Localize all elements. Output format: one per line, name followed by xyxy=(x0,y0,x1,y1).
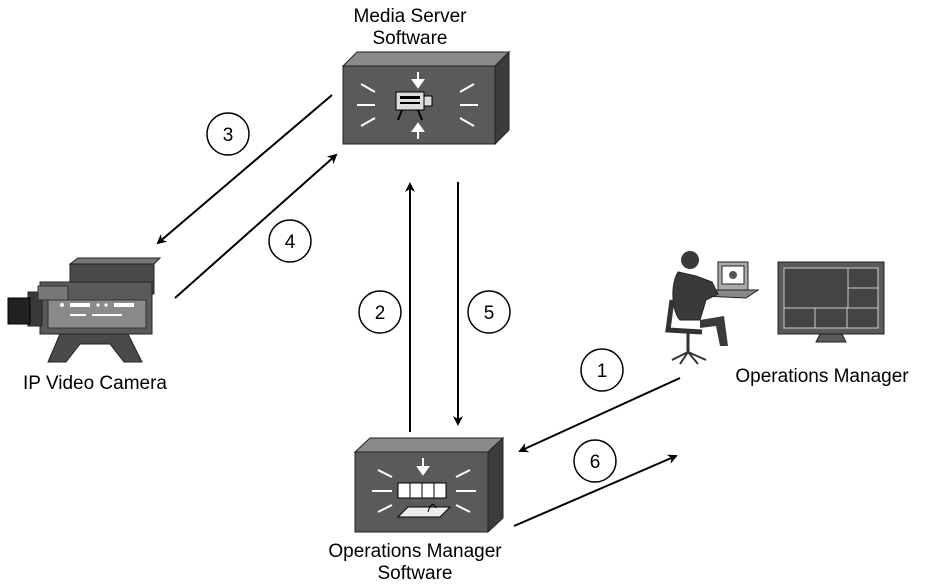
step-number-1: 1 xyxy=(597,361,608,382)
camera-label: IP Video Camera xyxy=(23,373,167,394)
ops-software-label-line2: Software xyxy=(377,563,453,584)
arrow-step-3 xyxy=(156,94,333,245)
media-server-label-line1: Media Server xyxy=(353,6,467,27)
media-server-label: Media Server Software xyxy=(330,6,490,50)
arrow-step-6 xyxy=(513,454,678,527)
step-circle-6: 6 xyxy=(573,439,617,483)
operations-manager-label: Operations Manager xyxy=(735,366,909,387)
step-circle-3: 3 xyxy=(206,112,250,156)
arrow-step-4 xyxy=(174,153,338,299)
media-server-label-line2: Software xyxy=(372,28,448,49)
step-circle-1: 1 xyxy=(580,348,624,392)
ops-software-label: Operations Manager Software xyxy=(310,541,520,585)
step-number-6: 6 xyxy=(590,452,601,473)
step-number-2: 2 xyxy=(375,303,386,324)
operator-workstation-icon xyxy=(665,251,760,365)
media-server-icon xyxy=(341,50,511,146)
ops-software-label-line1: Operations Manager xyxy=(328,541,502,562)
video-wall-monitor-icon xyxy=(777,261,885,343)
step-number-3: 3 xyxy=(223,125,234,146)
step-number-4: 4 xyxy=(285,232,296,253)
flow-arrows xyxy=(156,94,681,527)
step-circle-2: 2 xyxy=(358,290,402,334)
ip-video-camera-icon xyxy=(7,257,162,363)
arrow-step-1 xyxy=(518,377,681,453)
operations-manager-software-icon xyxy=(353,436,505,534)
step-circle-4: 4 xyxy=(268,219,312,263)
step-circle-5: 5 xyxy=(467,290,511,334)
step-number-5: 5 xyxy=(484,303,495,324)
